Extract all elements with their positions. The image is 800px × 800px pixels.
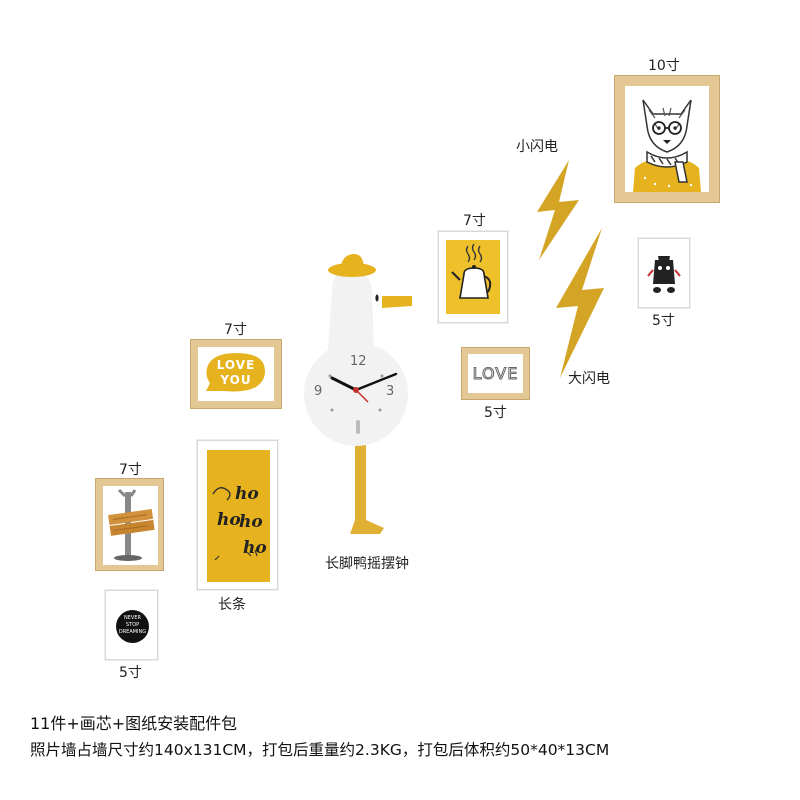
- duck-clock-label: 长脚鸭摇摆钟: [325, 556, 409, 572]
- hoho-art-text-4: ho: [243, 538, 267, 558]
- sign-artwork: [103, 486, 158, 565]
- dream-frame: NEVER STOP DREAMING: [105, 590, 158, 660]
- big-lightning-label: 大闪电: [568, 371, 610, 387]
- hoho-art-text-3: ho: [239, 512, 263, 532]
- dream-art-line1: NEVER: [124, 615, 141, 621]
- love-frame: LOVE: [461, 347, 530, 400]
- wolf-artwork: [625, 86, 709, 192]
- love-art-text: LOVE: [472, 364, 519, 384]
- bear-frame: [638, 238, 690, 308]
- kettle-frame: [438, 231, 508, 323]
- sign-frame-size-label: 7寸: [119, 462, 142, 478]
- wolf-frame: [614, 75, 720, 203]
- loveyou-artwork: LOVE YOU: [198, 347, 274, 401]
- hoho-art-text-1: ho: [235, 484, 259, 504]
- loveyou-art-line2: YOU: [220, 373, 252, 387]
- dream-art-line2: STOP: [125, 622, 140, 628]
- bear-artwork: [645, 246, 683, 300]
- kettle-artwork: [446, 240, 500, 314]
- dream-frame-size-label: 5寸: [119, 665, 142, 681]
- clock-numeral-12: 12: [350, 354, 367, 369]
- bear-frame-size-label: 5寸: [652, 313, 675, 329]
- loveyou-art-line1: LOVE: [216, 358, 256, 372]
- clock-numeral-9: 9: [314, 384, 323, 399]
- kettle-frame-size-label: 7寸: [463, 213, 486, 229]
- love-frame-size-label: 5寸: [484, 405, 507, 421]
- duck-pendulum-clock: 12 3 9: [300, 250, 420, 550]
- small-lightning-bolt: [537, 160, 579, 260]
- wolf-frame-size-label: 10寸: [648, 58, 680, 74]
- big-lightning-bolt: [556, 228, 604, 378]
- sign-frame: [95, 478, 164, 571]
- footer-dimensions-line: 照片墙占墙尺寸约140x131CM，打包后重量约2.3KG，打包后体积约50*4…: [30, 741, 610, 759]
- loveyou-frame-size-label: 7寸: [224, 322, 247, 338]
- dream-art-line3: DREAMING: [118, 629, 147, 635]
- hoho-artwork: ho ho ho ho: [207, 450, 270, 582]
- hoho-frame-label: 长条: [218, 597, 246, 613]
- loveyou-frame: LOVE YOU: [190, 339, 282, 409]
- hoho-art-text-2: ho: [217, 510, 241, 530]
- small-lightning-label: 小闪电: [516, 139, 558, 155]
- love-artwork: LOVE: [468, 354, 523, 393]
- dream-art-circle: [116, 610, 149, 643]
- footer-contents-line: 11件+画芯+图纸安装配件包: [30, 714, 238, 733]
- hoho-long-frame: ho ho ho ho: [197, 440, 278, 590]
- dream-artwork: NEVER STOP DREAMING: [112, 598, 153, 654]
- clock-numeral-3: 3: [386, 384, 395, 399]
